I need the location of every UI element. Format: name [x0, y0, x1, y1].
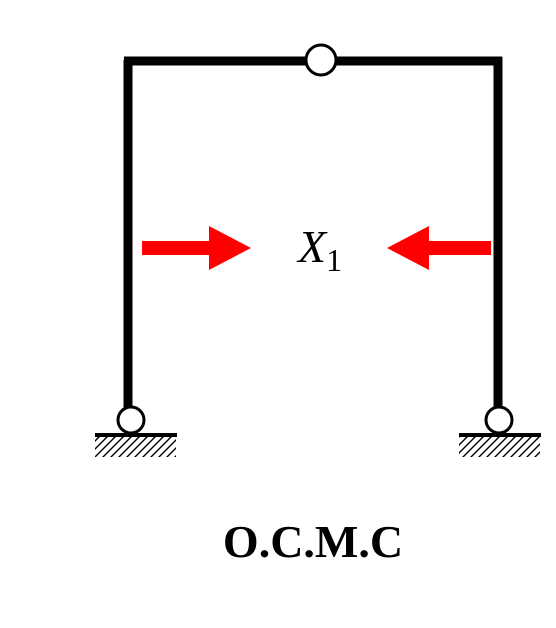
right-support — [459, 405, 541, 457]
left-pin-hinge — [116, 405, 146, 435]
right-pin-hinge — [484, 405, 514, 435]
unknown-subscript: 1 — [326, 242, 342, 278]
unknown-force-label: X1 — [296, 221, 342, 278]
diagram-caption: O.C.M.C — [223, 516, 403, 567]
left-ground-hatch — [95, 437, 176, 457]
right-ground-hatch — [459, 437, 540, 457]
top-hinge — [304, 43, 338, 77]
unknown-symbol: X — [296, 221, 328, 272]
left-support — [95, 405, 177, 457]
left-force-arrow — [142, 226, 251, 270]
right-force-arrow — [387, 226, 491, 270]
